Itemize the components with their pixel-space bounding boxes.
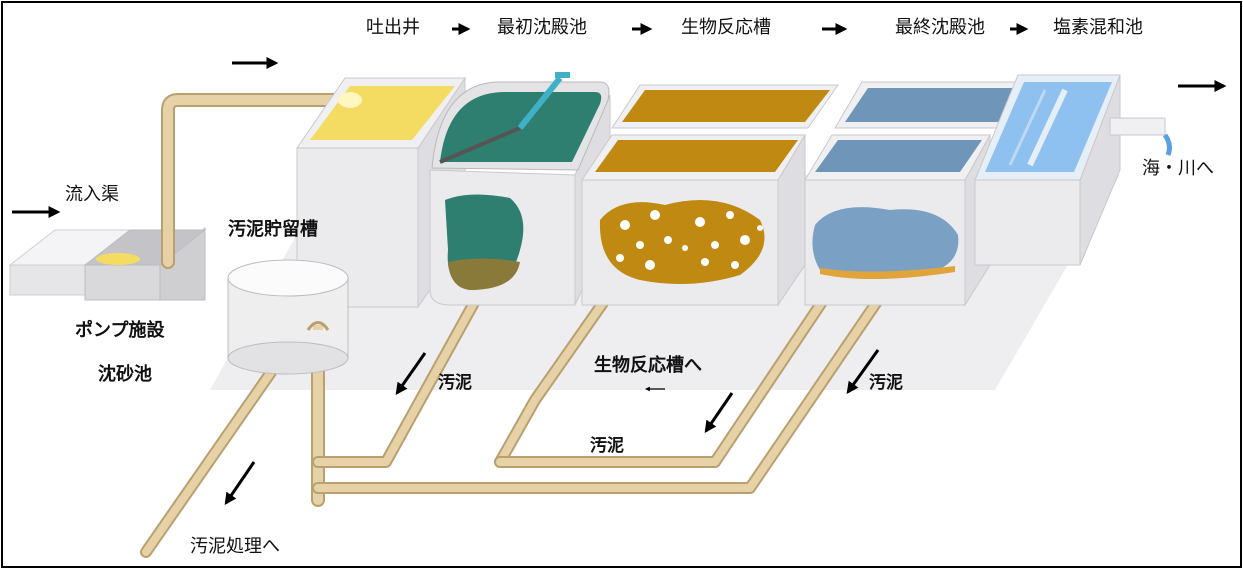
sludge-pipes [140,284,891,558]
aeration-bubbles [616,210,763,270]
label-chlorine-mixing: 塩素混和池 [1053,17,1143,38]
bioreactor-box [581,84,839,307]
label-to-sea-river: 海・川へ [1142,158,1214,179]
arrow-down-left-icon [846,349,880,394]
label-to-sludge-treatment: 汚泥処理へ [190,536,280,557]
outflow-pipe [1109,117,1172,156]
lift-pipe [161,93,347,269]
arrow-down-left-icon [704,392,734,433]
pump-grit-box [83,226,207,301]
label-sludge-return: 汚泥 [590,436,624,456]
label-inflow-channel: 流入渠 [65,184,119,205]
chlorine-mixing-box [974,74,1121,266]
label-to-bioreactor: 生物反応槽へ [594,355,702,376]
arrow-down-left-icon [224,461,256,505]
sludge-storage-tank [227,259,349,375]
label-sludge-primary: 汚泥 [438,373,472,393]
label-primary-settling: 最初沈殿池 [497,17,587,38]
label-discharge-well: 吐出井 [366,17,420,38]
label-bioreactor: 生物反応槽 [681,17,771,38]
label-sludge-final: 汚泥 [869,373,903,393]
label-grit-chamber: 沈砂池 [98,364,152,385]
label-pump-facility: ポンプ施設 [75,320,165,341]
flow-arrows [12,23,1227,505]
label-sludge-storage: 汚泥貯留槽 [228,219,318,240]
label-final-settling: 最終沈殿池 [895,17,985,38]
arrow-down-left-icon [395,352,427,395]
final-settling-box [804,81,1031,307]
